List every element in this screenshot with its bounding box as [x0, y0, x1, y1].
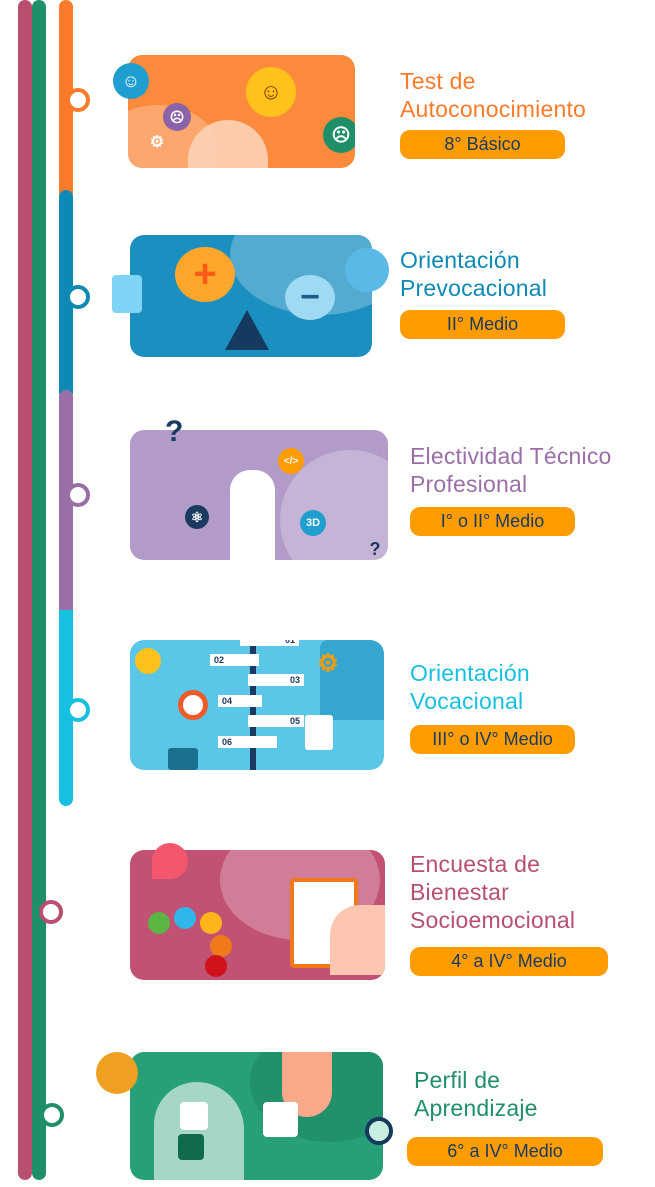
mood-orange-icon — [210, 935, 232, 957]
plus-icon: + — [175, 247, 235, 302]
timeline-line-purple — [59, 390, 73, 620]
lightbulb-icon — [96, 1052, 138, 1094]
illustration-autoconocimiento: ☺ ☹ ☹ ⚙ — [128, 55, 355, 168]
signpost-06: 06 — [218, 736, 277, 748]
level-badge-prevocacional: II° Medio — [400, 310, 565, 339]
mood-red-icon — [205, 955, 227, 977]
heart-brain-icon — [152, 843, 188, 879]
timeline-node-6 — [40, 1103, 64, 1127]
balance-scale-icon — [225, 310, 269, 350]
signpost-04: 04 — [218, 695, 262, 707]
timeline-node-5 — [39, 900, 63, 924]
level-badge-aprendizaje: 6° a IV° Medio — [407, 1137, 603, 1166]
angry-face-icon: ☹ — [163, 103, 191, 131]
timeline-line-pink — [18, 0, 32, 1180]
head-silhouette-icon — [154, 1082, 244, 1180]
level-badge-electividad: I° o II° Medio — [410, 507, 575, 536]
timeline-node-3 — [66, 483, 90, 507]
illustration-electividad: </> 3D ⚛ ? — [130, 430, 388, 560]
lightbulb-icon — [135, 648, 161, 674]
3d-icon: 3D — [300, 510, 326, 536]
hand-pencil-icon — [330, 905, 385, 975]
level-badge-vocacional: III° o IV° Medio — [410, 725, 575, 754]
timeline-node-1 — [66, 88, 90, 112]
signpost-03: 03 — [248, 674, 304, 686]
target-icon — [178, 690, 208, 720]
globe-icon — [345, 248, 389, 292]
signpost-01: 01 — [240, 640, 299, 646]
mood-green-icon — [148, 912, 170, 934]
mood-blue-icon — [174, 907, 196, 929]
puzzle-piece-held-icon — [263, 1102, 298, 1137]
question-icon: ? — [165, 415, 184, 448]
atom-icon: ⚛ — [185, 505, 209, 529]
neutral-face-icon: ☺ — [113, 63, 149, 99]
minus-icon: − — [285, 275, 335, 320]
timeline-line-green — [32, 0, 46, 1180]
signpost-02: 02 — [210, 654, 259, 666]
document-icon — [305, 715, 333, 750]
briefcase-icon — [168, 748, 198, 770]
illustration-prevocacional: + − — [130, 235, 372, 357]
question-icon: ? — [369, 538, 381, 559]
puzzle-piece-icon — [180, 1102, 208, 1130]
magnifier-icon — [365, 1117, 393, 1145]
gear-icon: ⚙ — [149, 134, 165, 151]
timeline-node-4 — [66, 698, 90, 722]
level-badge-bienestar: 4° a IV° Medio — [410, 947, 608, 976]
calculator-icon — [112, 275, 142, 313]
code-icon: </> — [278, 448, 304, 474]
illustration-aprendizaje — [130, 1052, 383, 1180]
sad-face-icon: ☹ — [323, 117, 355, 153]
illustration-vocacional: 01 02 03 04 05 06 ⚙ — [130, 640, 384, 770]
happy-face-icon: ☺ — [246, 67, 296, 117]
timeline-node-2 — [66, 285, 90, 309]
mood-yellow-icon — [200, 912, 222, 934]
gear-icon: ⚙ — [317, 649, 339, 677]
puzzle-piece-dark-icon — [178, 1134, 204, 1160]
person-icon — [230, 470, 275, 560]
signpost-05: 05 — [248, 715, 304, 727]
level-badge-autoconocimiento: 8° Básico — [400, 130, 565, 159]
